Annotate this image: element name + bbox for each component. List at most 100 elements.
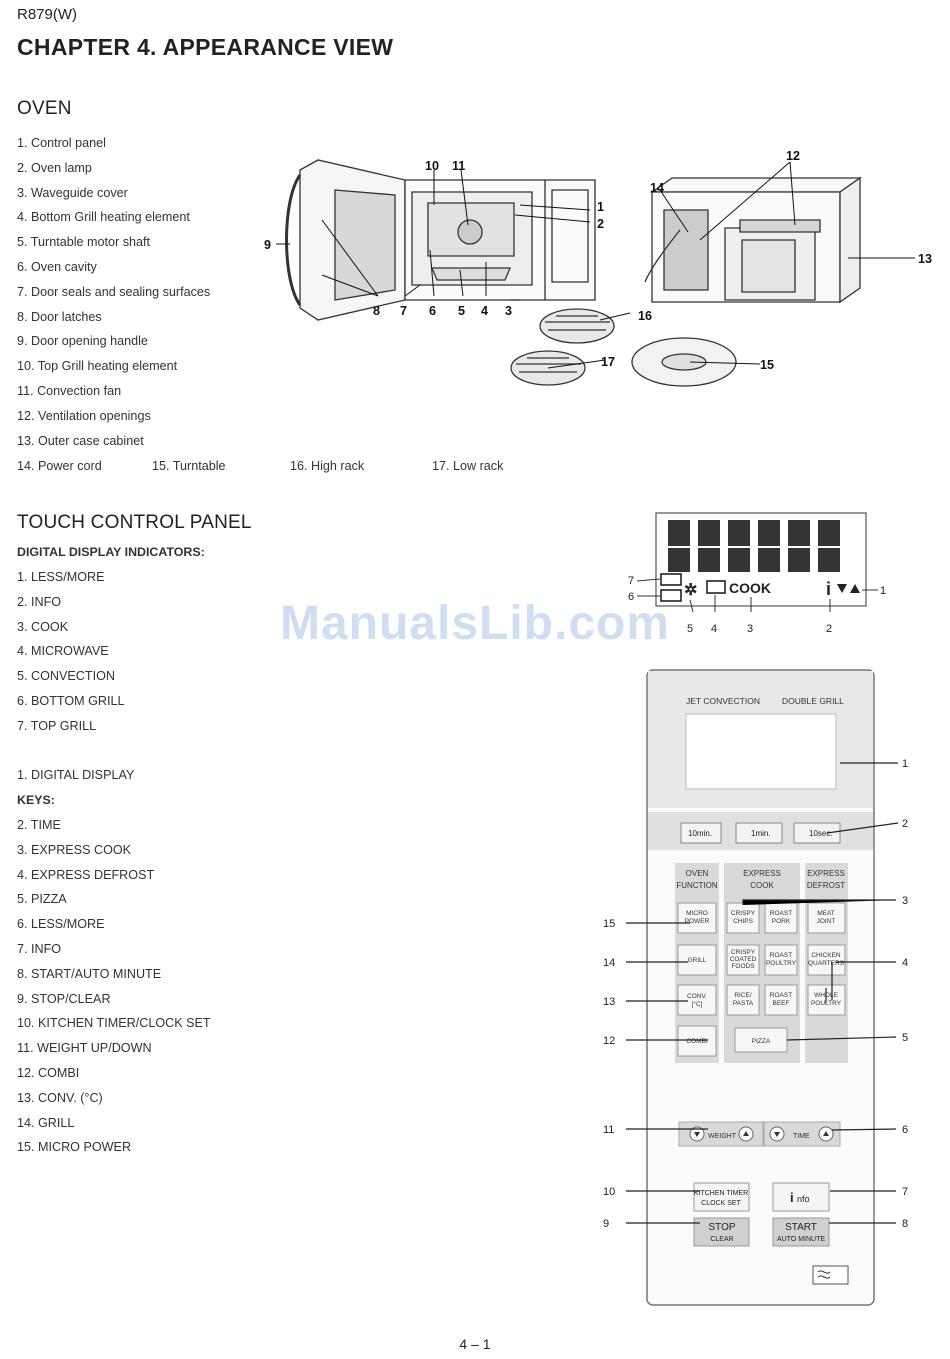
chapter-title: CHAPTER 4. APPEARANCE VIEW bbox=[17, 34, 394, 60]
panel-callout-6: 6 bbox=[902, 1124, 908, 1136]
list-item: 7. Door seals and sealing surfaces bbox=[17, 284, 211, 299]
key-label: COMBI bbox=[686, 1038, 708, 1045]
callout-11: 11 bbox=[452, 159, 465, 173]
time-key-10min[interactable] bbox=[680, 822, 722, 844]
callout-3: 3 bbox=[505, 304, 512, 318]
crispy-coated-foods-button[interactable] bbox=[726, 944, 760, 976]
list-item: 4. Bottom Grill heating element bbox=[17, 210, 190, 225]
keys-heading: KEYS: bbox=[17, 793, 55, 807]
list-item: 10. KITCHEN TIMER/CLOCK SET bbox=[17, 1016, 211, 1031]
meat-joint-button[interactable] bbox=[807, 902, 846, 934]
key-label: BEEF bbox=[773, 1000, 790, 1007]
key-label: MEAT bbox=[817, 910, 835, 917]
key-label: CLEAR bbox=[710, 1236, 733, 1243]
roast-poultry-button[interactable] bbox=[764, 944, 798, 976]
brand-label: JET CONVECTION bbox=[686, 696, 760, 706]
key-label: CLOCK SET bbox=[701, 1200, 741, 1207]
key-label: CRISPY bbox=[731, 910, 756, 917]
list-item: 3. EXPRESS COOK bbox=[17, 842, 132, 857]
list-item: 7. TOP GRILL bbox=[17, 718, 97, 733]
column-header-line: COOK bbox=[750, 881, 774, 890]
display-callout-6: 6 bbox=[628, 591, 634, 603]
indicators-heading: DIGITAL DISPLAY INDICATORS: bbox=[17, 545, 205, 559]
brand-label-2: DOUBLE GRILL bbox=[782, 696, 844, 706]
key-label: CRISPY bbox=[731, 949, 756, 956]
list-item: 12. Ventilation openings bbox=[17, 408, 151, 423]
key-label: POULTRY bbox=[766, 960, 797, 967]
time-key-label: 1min. bbox=[751, 829, 771, 838]
start-button[interactable] bbox=[772, 1217, 830, 1247]
list-item: 9. STOP/CLEAR bbox=[17, 991, 111, 1006]
roast-beef-button[interactable] bbox=[764, 984, 798, 1016]
key-label: POULTRY bbox=[811, 1000, 842, 1007]
kitchen-timer-button[interactable] bbox=[693, 1182, 750, 1212]
list-item: 3. Waveguide cover bbox=[17, 185, 128, 200]
roast-pork-button[interactable] bbox=[764, 902, 798, 934]
time-key-label: 10min. bbox=[688, 829, 712, 838]
combi-button[interactable] bbox=[677, 1025, 717, 1057]
list-item: 8. START/AUTO MINUTE bbox=[17, 966, 162, 981]
list-item: 14. GRILL bbox=[17, 1115, 75, 1130]
micro-power-button[interactable] bbox=[677, 902, 717, 934]
panel-callout-5: 5 bbox=[902, 1032, 908, 1044]
time-key-1min[interactable] bbox=[735, 822, 783, 844]
key-label: MICRO bbox=[686, 910, 708, 917]
list-item: 3. COOK bbox=[17, 619, 69, 634]
key-label: ROAST bbox=[770, 952, 792, 959]
callout-14: 14 bbox=[650, 181, 664, 195]
weight-label: WEIGHT bbox=[708, 1133, 737, 1140]
panel-callout-14: 14 bbox=[603, 957, 615, 969]
digital-display-diagram: ✲ COOK i 7 6 5 4 3 2 1 bbox=[628, 512, 886, 635]
panel-callout-8: 8 bbox=[902, 1218, 908, 1230]
time-key-10sec[interactable] bbox=[793, 822, 841, 844]
list-item: 11. WEIGHT UP/DOWN bbox=[17, 1041, 152, 1056]
callout-8: 8 bbox=[373, 304, 380, 318]
callout-4: 4 bbox=[481, 304, 488, 318]
list-item: 13. CONV. (°C) bbox=[17, 1090, 103, 1105]
list-item: 4. EXPRESS DEFROST bbox=[17, 867, 155, 882]
key-label: CHIPS bbox=[733, 918, 754, 925]
display-callout-2: 2 bbox=[826, 623, 832, 635]
list-item: 4. MICROWAVE bbox=[17, 644, 109, 659]
conv-button[interactable] bbox=[677, 984, 717, 1016]
list-item: 6. LESS/MORE bbox=[17, 917, 105, 932]
chicken-quarters-button[interactable] bbox=[807, 944, 846, 976]
key-label: START bbox=[785, 1222, 817, 1233]
panel-callout-2: 2 bbox=[902, 818, 908, 830]
grill-button[interactable] bbox=[677, 944, 717, 976]
panel-callout-3: 3 bbox=[902, 895, 908, 907]
panel-callout-10: 10 bbox=[603, 1186, 615, 1198]
callout-2: 2 bbox=[597, 217, 604, 231]
panel-callout-7: 7 bbox=[902, 1186, 908, 1198]
list-item: 5. Turntable motor shaft bbox=[17, 235, 151, 250]
watermark: ManualsLib.com bbox=[279, 597, 671, 650]
callout-13: 13 bbox=[918, 252, 932, 266]
column-header-line: DEFROST bbox=[807, 881, 845, 890]
column-header-line: EXPRESS bbox=[743, 869, 781, 878]
info-button[interactable] bbox=[772, 1182, 830, 1212]
certification-logo-icon bbox=[812, 1265, 849, 1285]
top-grill-icon bbox=[660, 573, 682, 586]
list-item: 6. Oven cavity bbox=[17, 259, 97, 274]
convection-fan-icon: ✲ bbox=[684, 582, 697, 599]
list-item: 14. Power cord bbox=[17, 459, 102, 473]
pizza-button[interactable] bbox=[734, 1027, 788, 1053]
key-label: KITCHEN TIMER bbox=[694, 1190, 748, 1197]
list-item: 10. Top Grill heating element bbox=[17, 359, 178, 374]
list-item: 15. Turntable bbox=[152, 459, 226, 473]
list-item: 7. INFO bbox=[17, 941, 62, 956]
list-item: 8. Door latches bbox=[17, 309, 102, 324]
display-callout-7: 7 bbox=[628, 575, 634, 587]
callout-12: 12 bbox=[786, 149, 800, 163]
bottom-grill-icon bbox=[660, 589, 682, 602]
rice-pasta-button[interactable] bbox=[726, 984, 760, 1016]
key-label: FOODS bbox=[731, 963, 755, 970]
crispy-chips-button[interactable] bbox=[726, 902, 760, 934]
control-panel-diagram: JET CONVECTION DOUBLE GRILL 10min. 1min.… bbox=[603, 669, 908, 1306]
key-label: CONV. bbox=[687, 993, 707, 1000]
list-item: 1. LESS/MORE bbox=[17, 570, 105, 584]
panel-callout-12: 12 bbox=[603, 1035, 615, 1047]
stop-clear-button[interactable] bbox=[693, 1217, 750, 1247]
callout-1: 1 bbox=[597, 200, 604, 214]
list-item: 12. COMBI bbox=[17, 1065, 80, 1080]
